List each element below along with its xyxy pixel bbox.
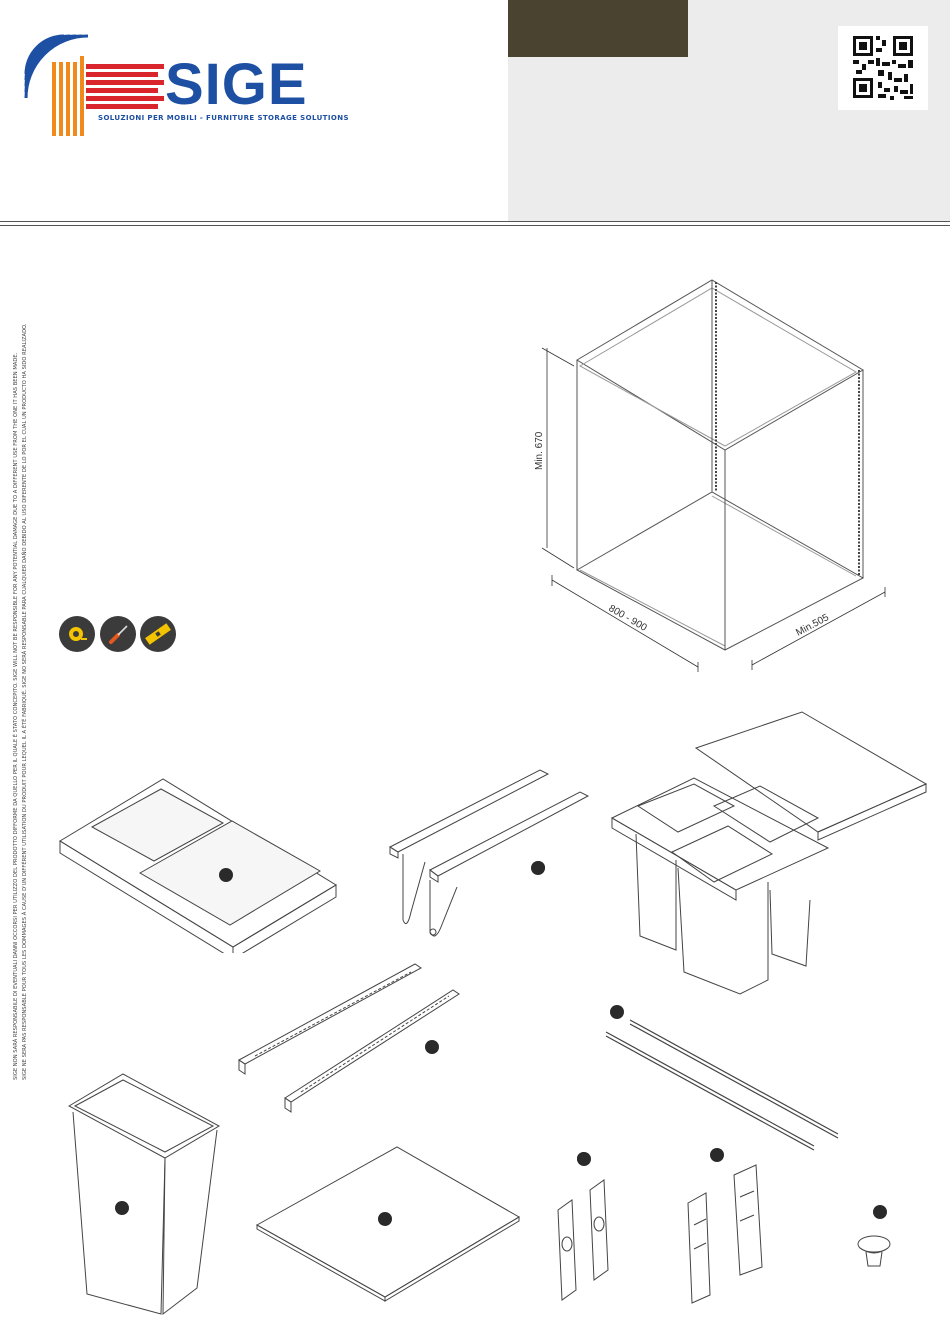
front-brackets-icon <box>687 1148 763 1304</box>
sige-logo <box>24 34 319 138</box>
disclaimer-line-1: SIGE NON SARÀ RESPONSABILE DI EVENTUALI … <box>13 352 19 1080</box>
disclaimer-line-2: SIGE NE SERA PAS RESPONSABLE POUR TOUS L… <box>22 323 28 1080</box>
screwdriver-icon <box>100 616 136 652</box>
brand-tagline: SOLUZIONI PER MOBILI - FURNITURE STORAGE… <box>98 114 349 122</box>
waste-bin-icon <box>67 1073 221 1316</box>
end-caps-icon <box>557 1152 609 1301</box>
brand-name: SIGE <box>165 52 308 117</box>
spirit-level-icon <box>140 616 176 652</box>
brand-color-bar <box>508 0 688 57</box>
cabinet-dimension-drawing: Min. 670 800 - 900 Min.505 <box>534 279 886 672</box>
frame-panel-icon <box>59 778 337 953</box>
mounting-brackets-icon <box>388 769 590 937</box>
legal-disclaimer: SIGE NON SARÀ RESPONSABILE DI EVENTUALI … <box>12 80 30 1080</box>
logo-stripes <box>52 56 164 136</box>
assembled-bin-unit-icon <box>610 711 928 995</box>
base-panel-icon <box>255 1146 520 1302</box>
logo-mark <box>24 34 89 99</box>
header-divider <box>0 221 950 222</box>
height-dimension-label: Min. 670 <box>534 431 545 470</box>
depth-dimension-label: Min.505 <box>794 612 831 639</box>
header-divider-secondary <box>0 225 950 226</box>
cap-plug-icon <box>857 1205 891 1267</box>
qr-code-icon[interactable] <box>838 26 928 110</box>
part-marker <box>577 1152 590 1165</box>
width-dimension-label: 800 - 900 <box>607 603 649 634</box>
part-marker <box>532 861 545 874</box>
tape-measure-icon <box>59 616 95 652</box>
connecting-rods-icon <box>605 1005 839 1151</box>
drawer-runners-icon <box>238 963 460 1113</box>
